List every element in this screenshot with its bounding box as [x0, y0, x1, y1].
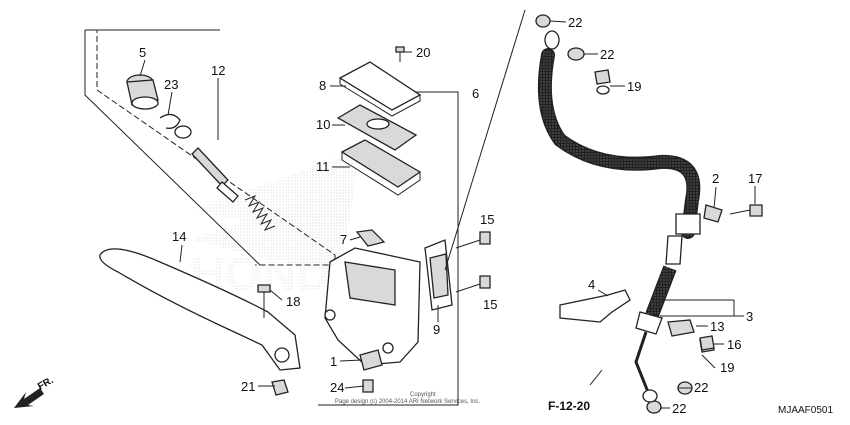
front-arrow-icon [14, 388, 44, 408]
callout-5: 5 [139, 45, 146, 60]
callout-21: 21 [241, 379, 255, 394]
callout-20: 20 [416, 45, 430, 60]
lever-pivot-bolt-part [257, 284, 271, 318]
callout-15-lower: 15 [483, 297, 497, 312]
master-cylinder-body-part [324, 247, 421, 366]
circlip-part [159, 113, 181, 129]
brake-hose-lower-part [634, 235, 683, 403]
callout-11: 11 [316, 159, 330, 174]
callout-23: 23 [164, 77, 178, 92]
brake-hose-upper-part [537, 30, 701, 239]
callout-1: 1 [330, 354, 337, 369]
washer-part [174, 125, 192, 139]
callout-7: 7 [340, 232, 347, 247]
callout-16: 16 [727, 337, 741, 352]
holder-bolt-part [455, 231, 491, 293]
callout-8: 8 [319, 78, 326, 93]
switch-screw-part [362, 379, 374, 393]
callout-13: 13 [710, 319, 724, 334]
clamp-bolt-part [729, 204, 763, 217]
brake-lever-part [99, 248, 301, 371]
clamp-bolt-part-2 [699, 335, 715, 351]
callout-2: 2 [712, 171, 719, 186]
copyright-line-2: Page design (c) 2004-2014 ARI Network Se… [335, 399, 480, 405]
figure-reference: F-12-20 [548, 399, 590, 413]
copyright-line-1: Copyright [410, 392, 436, 398]
callout-4: 4 [588, 277, 595, 292]
callout-22-c: 22 [694, 380, 708, 395]
leader-lines [139, 9, 756, 409]
callout-15-upper: 15 [480, 212, 494, 227]
pivot-nut-part [271, 379, 289, 396]
callout-19-b: 19 [720, 360, 734, 375]
diaphragm-plate-part [336, 104, 418, 151]
sealing-washer-part [535, 14, 693, 414]
callout-17: 17 [748, 171, 762, 186]
diaphragm-part [340, 139, 422, 196]
callout-24: 24 [330, 380, 344, 395]
leader-6-bracket [318, 91, 459, 406]
callout-10: 10 [316, 117, 330, 132]
callout-22-d: 22 [672, 401, 686, 416]
callout-19-a: 19 [627, 79, 641, 94]
hose-clamp-part [667, 319, 695, 337]
clip-part [355, 229, 386, 247]
callout-12: 12 [211, 63, 225, 78]
hose-stay-part [559, 289, 631, 323]
hose-joint-part [675, 204, 723, 235]
callout-22-a: 22 [568, 15, 582, 30]
callout-22-b: 22 [600, 47, 614, 62]
piston-part [191, 147, 239, 203]
holder-part [424, 239, 453, 311]
switch-part [359, 349, 383, 371]
boot-part [126, 74, 159, 110]
screw-part [395, 46, 405, 62]
callout-18: 18 [286, 294, 300, 309]
spring-part [244, 194, 276, 232]
front-marker-label: FR. [36, 375, 56, 393]
diagram-code: MJAAF0501 [778, 405, 833, 416]
callout-14: 14 [172, 229, 186, 244]
callout-9: 9 [433, 322, 440, 337]
reservoir-cap-part [338, 61, 422, 117]
callout-6: 6 [472, 86, 479, 101]
callout-3: 3 [746, 309, 753, 324]
